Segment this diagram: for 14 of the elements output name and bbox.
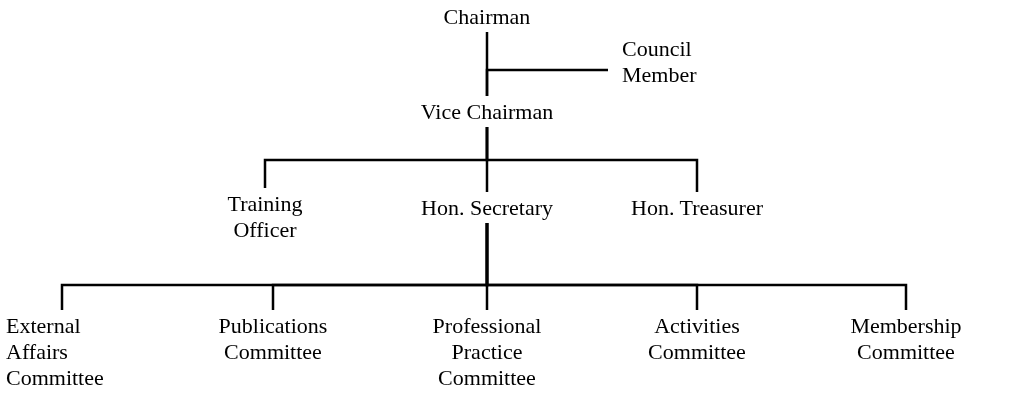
node-label: Professional Practice Committee <box>431 313 543 391</box>
connector-line <box>485 223 908 310</box>
node-label: Publications Committee <box>217 313 329 365</box>
connector-line <box>485 68 608 96</box>
node-label: Vice Chairman <box>420 99 554 125</box>
node-label: Activities Committee <box>647 313 747 365</box>
node-label: External Affairs Committee <box>6 313 105 391</box>
node-label: Training Officer <box>226 191 304 243</box>
connector-line <box>485 127 699 192</box>
node-label: Hon. Treasurer <box>631 195 763 221</box>
node-label: Chairman <box>443 4 531 30</box>
node-label: Membership Committee <box>849 313 963 365</box>
node-label: Council Member <box>622 36 698 88</box>
node-label: Hon. Secretary <box>421 195 553 221</box>
